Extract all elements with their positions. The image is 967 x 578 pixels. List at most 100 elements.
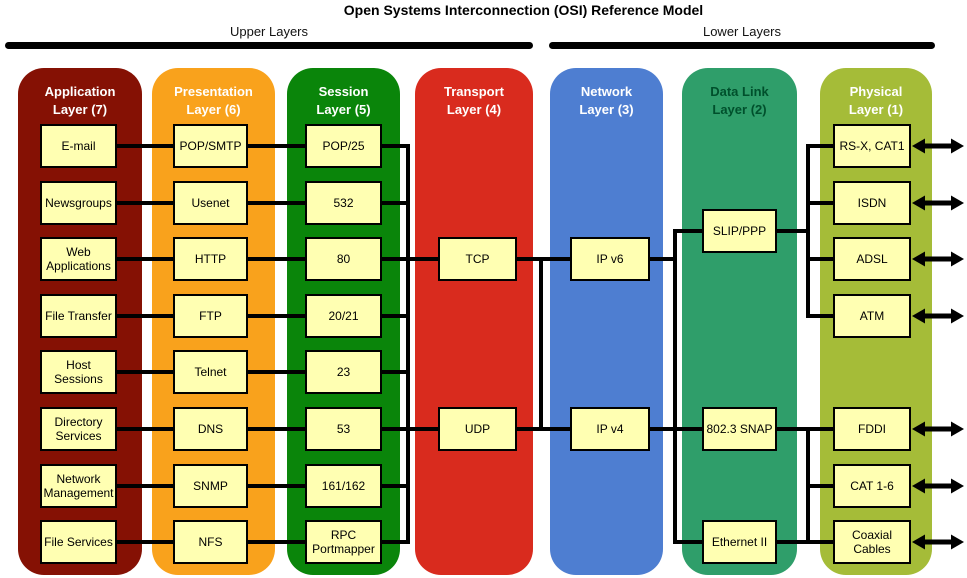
layer-column-transport: Transport Layer (4)	[415, 68, 533, 575]
node-tcp: TCP	[438, 237, 517, 281]
connector-bus-line	[673, 229, 677, 544]
node-nfs: NFS	[173, 520, 248, 564]
node-ethernet-ii: Ethernet II	[702, 520, 777, 564]
connector-line	[382, 257, 438, 261]
node-rs-x-cat1: RS-X, CAT1	[833, 124, 911, 168]
connector-line	[117, 201, 173, 205]
node-802-3-snap: 802.3 SNAP	[702, 407, 777, 451]
connector-line	[808, 201, 833, 205]
node-20-21: 20/21	[305, 294, 382, 338]
bidirectional-arrow-icon	[912, 478, 964, 494]
lower-layers-rule	[549, 42, 935, 49]
connector-line	[382, 144, 410, 148]
node-532: 532	[305, 181, 382, 225]
connector-line	[382, 484, 410, 488]
connector-line	[248, 484, 305, 488]
node-rpc-portmapper: RPC Portmapper	[305, 520, 382, 564]
connector-line	[808, 257, 833, 261]
layer-header-transport: Transport Layer (4)	[444, 84, 504, 117]
layer-header-session: Session Layer (5)	[316, 84, 371, 117]
node-atm: ATM	[833, 294, 911, 338]
node-network-management: Network Management	[40, 464, 117, 508]
bidirectional-arrow-icon	[912, 421, 964, 437]
diagram-title: Open Systems Interconnection (OSI) Refer…	[343, 2, 704, 18]
node-newsgroups: Newsgroups	[40, 181, 117, 225]
layer-header-datalink: Data Link Layer (2)	[710, 84, 769, 117]
node-53: 53	[305, 407, 382, 451]
connector-line	[248, 314, 305, 318]
lower-layers-label: Lower Layers	[702, 24, 782, 39]
node-file-services: File Services	[40, 520, 117, 564]
node-80: 80	[305, 237, 382, 281]
connector-line	[248, 201, 305, 205]
connector-line	[117, 257, 173, 261]
node-web-applications: Web Applications	[40, 237, 117, 281]
connector-line	[675, 229, 702, 233]
connector-bus-line	[406, 144, 410, 544]
node-usenet: Usenet	[173, 181, 248, 225]
connector-bus-line	[539, 257, 543, 431]
bidirectional-arrow-icon	[912, 251, 964, 267]
connector-line	[248, 370, 305, 374]
connector-line	[517, 257, 570, 261]
node-slip-ppp: SLIP/PPP	[702, 209, 777, 253]
connector-line	[808, 314, 833, 318]
node-23: 23	[305, 350, 382, 394]
bidirectional-arrow-icon	[912, 534, 964, 550]
connector-line	[117, 314, 173, 318]
connector-bus-line	[806, 427, 810, 544]
node-e-mail: E-mail	[40, 124, 117, 168]
connector-line	[382, 540, 410, 544]
connector-line	[248, 427, 305, 431]
bidirectional-arrow-icon	[912, 308, 964, 324]
node-http: HTTP	[173, 237, 248, 281]
connector-line	[777, 229, 810, 233]
node-telnet: Telnet	[173, 350, 248, 394]
node-adsl: ADSL	[833, 237, 911, 281]
node-ip-v6: IP v6	[570, 237, 650, 281]
connector-line	[650, 257, 677, 261]
node-host-sessions: Host Sessions	[40, 350, 117, 394]
connector-line	[248, 144, 305, 148]
node-isdn: ISDN	[833, 181, 911, 225]
layer-header-application: Application Layer (7)	[44, 84, 116, 117]
node-coaxial-cables: Coaxial Cables	[833, 520, 911, 564]
node-pop-25: POP/25	[305, 124, 382, 168]
node-directory-services: Directory Services	[40, 407, 117, 451]
node-ftp: FTP	[173, 294, 248, 338]
connector-bus-line	[806, 144, 810, 318]
bidirectional-arrow-icon	[912, 138, 964, 154]
connector-line	[808, 484, 833, 488]
connector-line	[382, 201, 410, 205]
layer-header-network: Network Layer (3)	[579, 84, 634, 117]
connector-line	[382, 370, 410, 374]
connector-line	[117, 427, 173, 431]
connector-line	[777, 427, 833, 431]
connector-line	[808, 144, 833, 148]
connector-line	[777, 540, 833, 544]
node-pop-smtp: POP/SMTP	[173, 124, 248, 168]
connector-line	[117, 540, 173, 544]
connector-line	[517, 427, 570, 431]
layer-column-datalink: Data Link Layer (2)	[682, 68, 797, 575]
node-161-162: 161/162	[305, 464, 382, 508]
node-cat-1-6: CAT 1-6	[833, 464, 911, 508]
bidirectional-arrow-icon	[912, 195, 964, 211]
connector-line	[248, 540, 305, 544]
connector-line	[117, 484, 173, 488]
node-file-transfer: File Transfer	[40, 294, 117, 338]
layer-header-presentation: Presentation Layer (6)	[174, 84, 253, 117]
node-snmp: SNMP	[173, 464, 248, 508]
connector-line	[117, 370, 173, 374]
upper-layers-rule	[5, 42, 533, 49]
node-udp: UDP	[438, 407, 517, 451]
connector-line	[382, 314, 410, 318]
layer-column-network: Network Layer (3)	[550, 68, 663, 575]
layer-header-physical: Physical Layer (1)	[848, 84, 904, 117]
node-dns: DNS	[173, 407, 248, 451]
node-fddi: FDDI	[833, 407, 911, 451]
connector-line	[382, 427, 438, 431]
upper-layers-label: Upper Layers	[229, 24, 309, 39]
